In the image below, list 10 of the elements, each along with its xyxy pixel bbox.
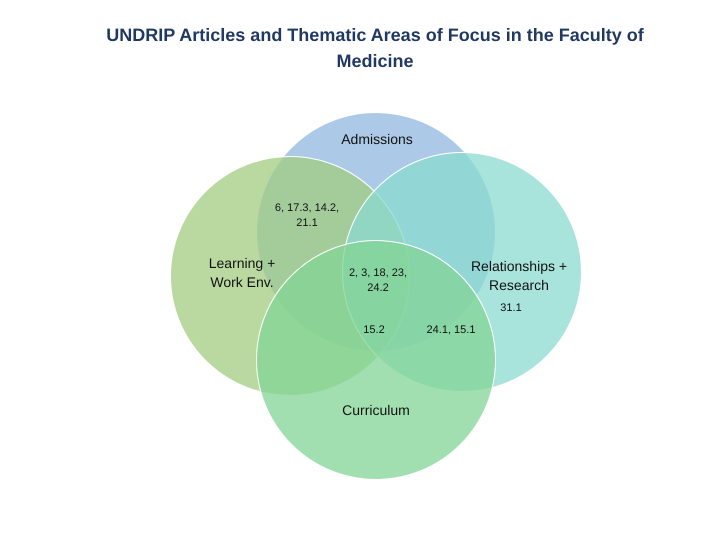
article-list: 2, 3, 18, 23, 24.2 [348, 267, 408, 294]
circle-label: Learning + Work Env. [208, 255, 276, 290]
article-list: 31.1 [500, 302, 522, 314]
article-list: 15.2 [363, 324, 385, 336]
circle-label: Admissions [341, 131, 413, 147]
article-list: 6, 17.3, 14.2, 21.1 [274, 202, 340, 229]
diagram-title: UNDRIP Articles and Thematic Areas of Focus in the Faculty of Medicine [105, 24, 645, 73]
circle-label: Curriculum [342, 402, 410, 418]
circle-label: Relationships + Research [470, 258, 568, 293]
article-list: 24.1, 15.1 [426, 324, 476, 336]
